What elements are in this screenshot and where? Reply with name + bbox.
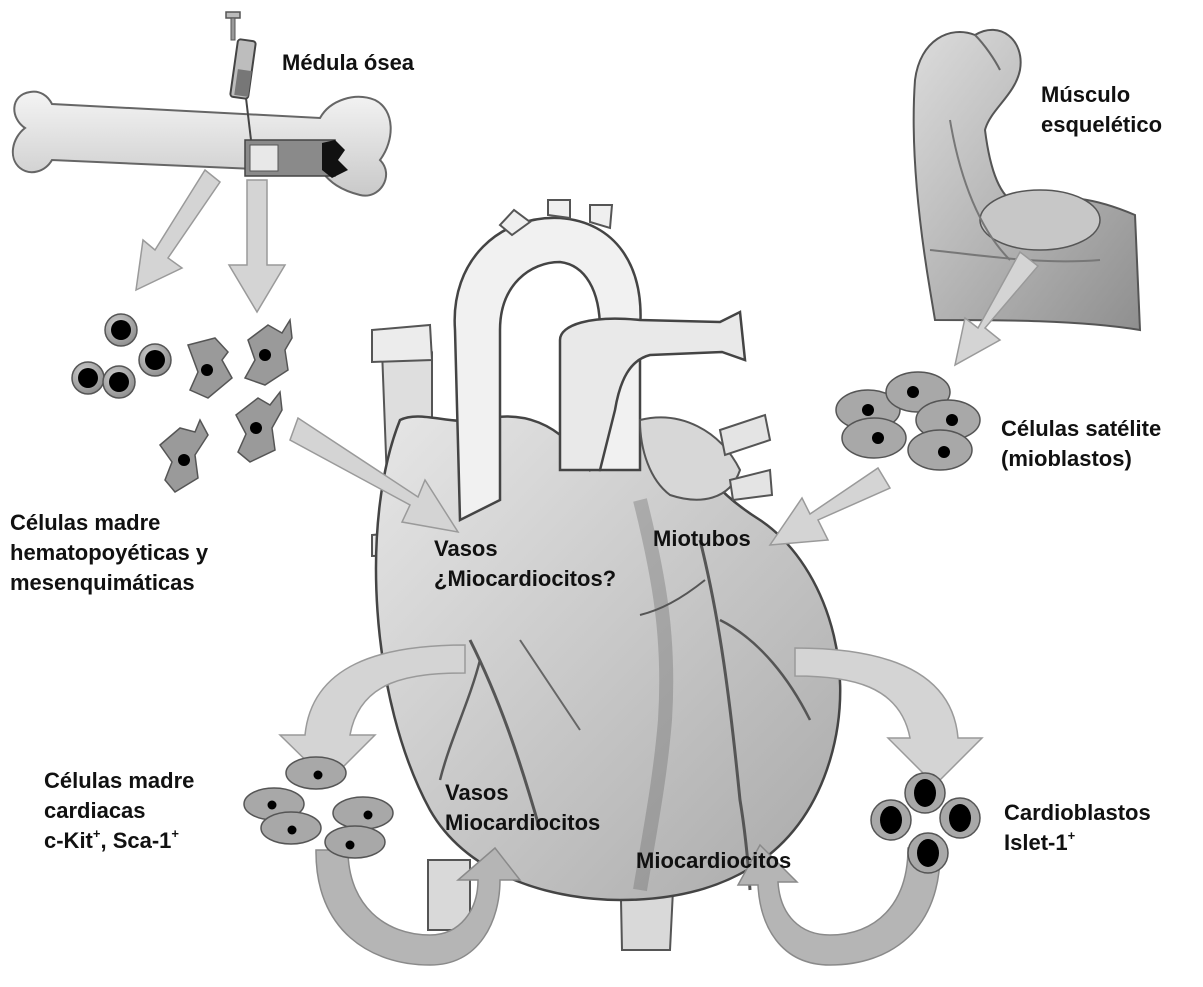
spindle-cell	[160, 420, 208, 492]
arrow-bone-to-round-cells	[136, 170, 220, 290]
marker-islet1-sup: +	[1068, 828, 1076, 843]
round-cell	[105, 314, 137, 346]
label-hematopoietic-stem-cells: Células madre hematopoyéticas y mesenqui…	[10, 508, 208, 598]
label-cardiac-stem-line-2: cardiacas	[44, 796, 194, 826]
label-cardioblasts-line-2: Islet-1+	[1004, 828, 1151, 858]
round-cell	[139, 344, 171, 376]
label-satellite-cells: Células satélite (mioblastos)	[1001, 414, 1161, 474]
cardioblast-cells	[871, 773, 980, 873]
oval-cell	[286, 757, 346, 789]
round-cell	[908, 833, 948, 873]
arrow-bone-to-mesenchymal-cells	[229, 180, 285, 312]
oval-cell	[333, 797, 393, 829]
label-cardiac-stem-cells: Células madre cardiacas c-Kit+, Sca-1+	[44, 766, 194, 856]
mesenchymal-cells	[160, 320, 292, 492]
marker-sca1: , Sca-1	[100, 828, 171, 853]
label-hsc-line-3: mesenquimáticas	[10, 568, 208, 598]
label-cardiac-stem-line-3: c-Kit+, Sca-1+	[44, 826, 194, 856]
label-myotubes-text: Miotubos	[653, 526, 751, 551]
hematopoietic-cells	[72, 314, 171, 398]
marker-ckit: c-Kit	[44, 828, 93, 853]
label-cardiomyocytes-text: Miocardiocitos	[636, 848, 791, 873]
marker-sca1-sup: +	[171, 826, 179, 841]
label-myotubes: Miotubos	[653, 524, 751, 554]
arrow-cardiac-stem-back-to-heart	[316, 848, 520, 965]
label-cardioblasts-line-1: Cardioblastos	[1004, 798, 1151, 828]
oval-cell	[842, 418, 906, 458]
label-cardiac-stem-line-1: Células madre	[44, 766, 194, 796]
oval-cell	[261, 812, 321, 844]
label-hsc-line-2: hematopoyéticas y	[10, 538, 208, 568]
label-vessels-cardiomyocytes-bottom: Vasos Miocardiocitos	[445, 778, 600, 838]
arm-muscle-illustration	[914, 30, 1140, 330]
round-cell	[103, 366, 135, 398]
round-cell	[72, 362, 104, 394]
label-vasos-top-line-1: Vasos	[434, 534, 616, 564]
label-satellite-line-2: (mioblastos)	[1001, 444, 1161, 474]
label-vasos-bottom-line-1: Vasos	[445, 778, 600, 808]
oval-cell	[325, 826, 385, 858]
arrow-satellite-to-heart	[770, 468, 890, 545]
label-skeletal-muscle: Músculo esquelético	[1041, 80, 1162, 140]
oval-cell	[908, 430, 972, 470]
round-cell	[940, 798, 980, 838]
marker-islet1: Islet-1	[1004, 830, 1068, 855]
round-cell	[871, 800, 911, 840]
label-bone-marrow: Médula ósea	[282, 48, 414, 78]
label-vasos-top-line-2: ¿Miocardiocitos?	[434, 564, 616, 594]
marker-ckit-sup: +	[93, 826, 101, 841]
label-hsc-line-1: Células madre	[10, 508, 208, 538]
label-skeletal-muscle-line-2: esquelético	[1041, 110, 1162, 140]
label-vessels-cardiomyocytes-top: Vasos ¿Miocardiocitos?	[434, 534, 616, 594]
label-vasos-bottom-line-2: Miocardiocitos	[445, 808, 600, 838]
spindle-cell	[236, 392, 282, 462]
spindle-cell	[245, 320, 292, 385]
satellite-cells	[836, 372, 980, 470]
round-cell	[905, 773, 945, 813]
label-skeletal-muscle-line-1: Músculo	[1041, 80, 1162, 110]
label-cardioblasts: Cardioblastos Islet-1+	[1004, 798, 1151, 858]
label-satellite-line-1: Células satélite	[1001, 414, 1161, 444]
spindle-cell	[188, 338, 232, 398]
label-cardiomyocytes: Miocardiocitos	[636, 846, 791, 876]
cardiac-stem-cells	[244, 757, 393, 858]
label-bone-marrow-text: Médula ósea	[282, 50, 414, 75]
